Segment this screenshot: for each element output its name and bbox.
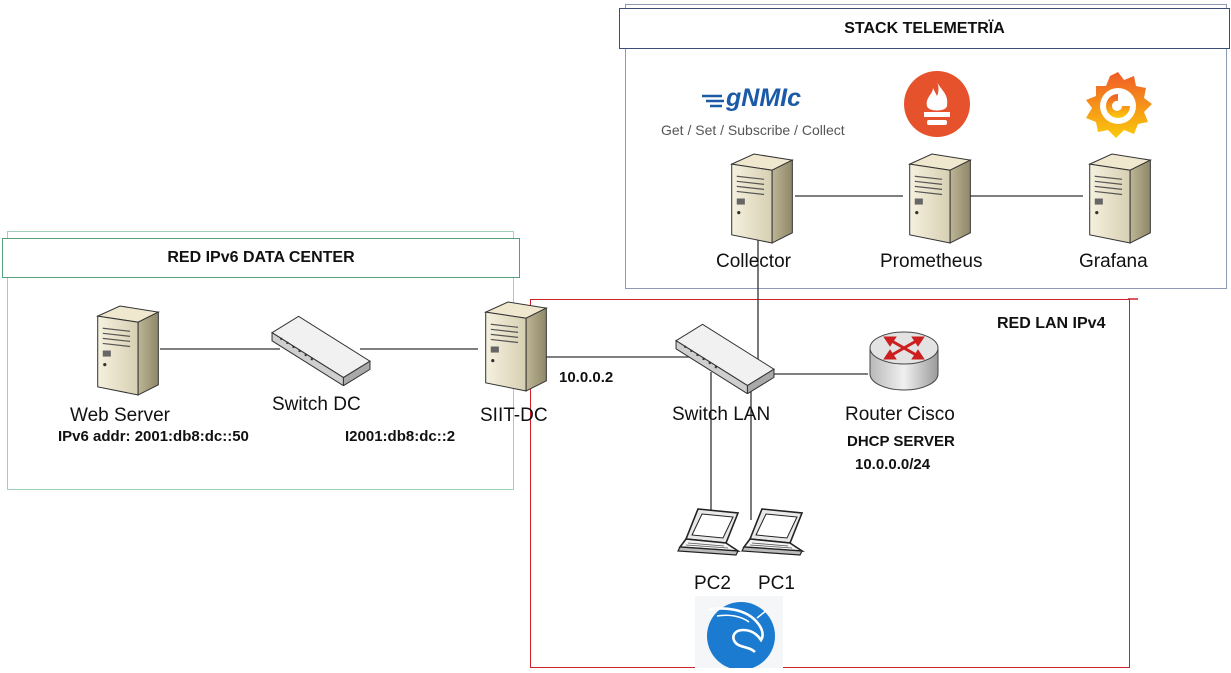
lan-region [530, 299, 1130, 668]
siit-ipv4-address: 10.0.0.2 [559, 369, 614, 386]
gnmic-logo: gNMIc [700, 84, 830, 121]
laptop-icon[interactable] [740, 505, 810, 565]
kali-logo-icon [695, 596, 783, 670]
prometheus-logo [903, 70, 971, 143]
datacenter-title: RED IPv6 DATA CENTER [2, 238, 520, 278]
server-icon[interactable] [476, 298, 550, 394]
laptop-icon[interactable] [676, 505, 746, 565]
pc2-label: PC2 [694, 573, 731, 594]
switch-lan-label: Switch LAN [672, 404, 771, 425]
telemetry-title: STACK TELEMETRÏA [619, 8, 1230, 49]
server-icon[interactable] [88, 302, 162, 398]
router-label: Router Cisco [845, 404, 955, 425]
router-subnet: 10.0.0.0/24 [855, 456, 931, 473]
web-server-address: IPv6 addr: 2001:db8:dc::50 [58, 428, 249, 445]
kali-logo [695, 596, 783, 673]
server-icon[interactable] [900, 150, 974, 246]
prometheus-logo-icon [904, 71, 970, 137]
lan-title: RED LAN IPv4 [997, 315, 1106, 332]
collector-label: Collector [716, 251, 791, 272]
grafana-label: Grafana [1079, 251, 1148, 272]
grafana-logo [1078, 66, 1158, 149]
router[interactable] [868, 326, 940, 397]
router-role: DHCP SERVER [847, 433, 955, 450]
telemetry-region [625, 4, 1227, 289]
gnmic-logo-text: gNMIc [726, 84, 801, 112]
server-icon[interactable] [722, 150, 796, 246]
switch-icon[interactable] [270, 314, 372, 386]
siit-dc-label: SIIT-DC [480, 405, 548, 426]
siit-ipv6-address: I2001:db8:dc::2 [345, 428, 456, 445]
pc1-label: PC1 [758, 573, 795, 594]
prometheus-label: Prometheus [880, 251, 983, 272]
server-icon[interactable] [1080, 150, 1154, 246]
web-server-label: Web Server [70, 405, 170, 426]
gnmic-logo-icon [702, 94, 724, 108]
grafana-logo-icon [1086, 72, 1152, 138]
switch-icon[interactable] [674, 322, 776, 394]
switch-dc-label: Switch DC [272, 394, 361, 415]
gnmic-caption: Get / Set / Subscribe / Collect [661, 122, 845, 138]
router-icon [869, 331, 939, 391]
